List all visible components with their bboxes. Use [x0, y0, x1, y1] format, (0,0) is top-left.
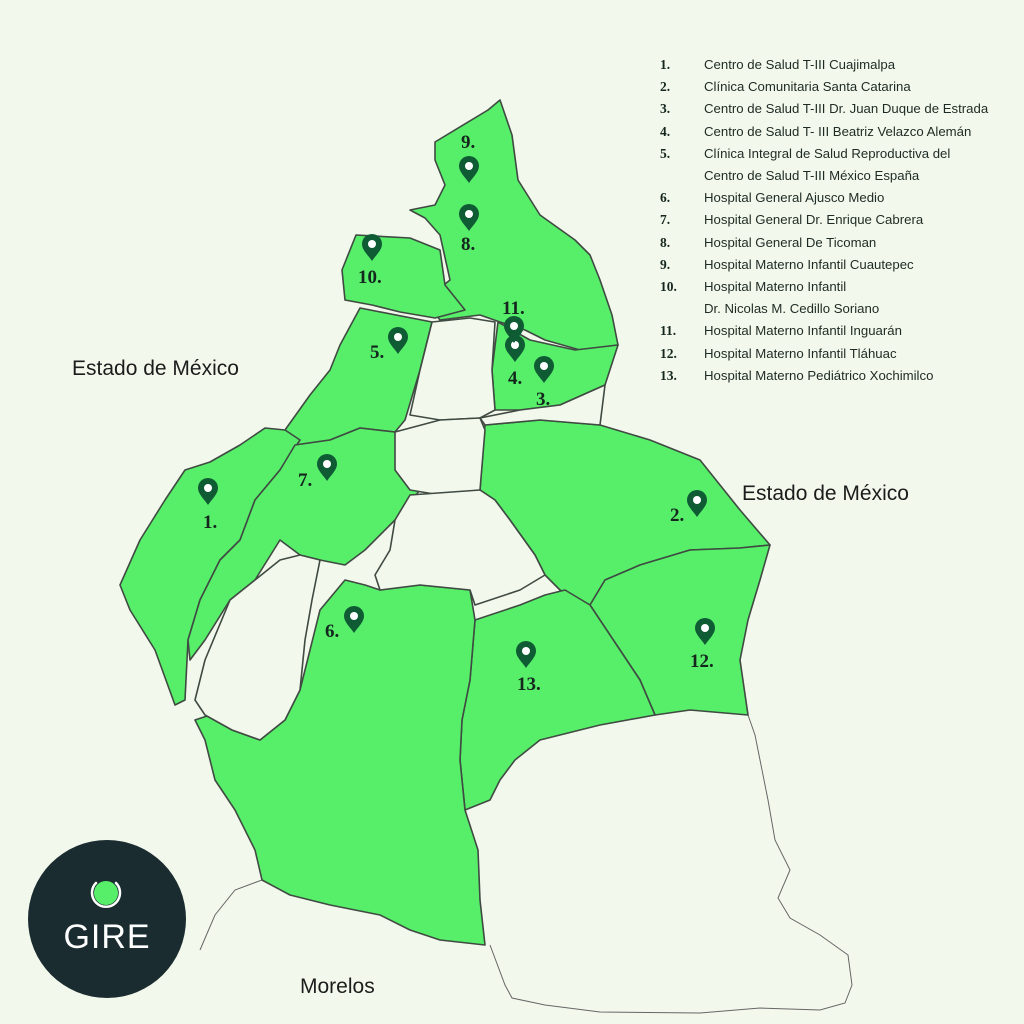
pin-dot	[465, 210, 473, 218]
map-pin-13[interactable]: 13.	[516, 641, 541, 695]
region-gap-coyoacan	[374, 489, 546, 606]
legend-text: Centro de Salud T-III Cuajimalpa	[704, 57, 896, 72]
region-gap-iztacalco	[479, 384, 606, 426]
pin-label: 1.	[203, 512, 217, 533]
legend-item: 11. Hospital Materno Infantil Inguarán	[660, 320, 1020, 342]
logo-ring-icon	[90, 881, 122, 909]
pin-label: 8.	[461, 234, 475, 255]
legend-number: 9.	[660, 256, 671, 272]
legend-number: 6.	[660, 190, 671, 206]
map-pin-10[interactable]: 10.	[358, 234, 382, 288]
legend-item: 7. Hospital General Dr. Enrique Cabrera	[660, 209, 1020, 231]
pin-label: 5.	[370, 342, 384, 363]
legend-text: Centro de Salud T- III Beatriz Velazco A…	[704, 123, 972, 139]
legend-text: Centro de Salud T-III México España	[704, 168, 920, 184]
legend-number: 1.	[660, 57, 671, 72]
pin-dot	[465, 162, 473, 170]
gire-logo: GIRE	[28, 840, 186, 998]
region-gap-benito-juarez	[394, 417, 486, 496]
pin-dot	[511, 341, 519, 349]
region-miguel-hidalgo	[284, 307, 433, 446]
pin-label: 4.	[508, 368, 522, 389]
legend-item: 13. Hospital Materno Pediátrico Xochimilc…	[660, 365, 1020, 387]
legend-number: 5.	[660, 145, 671, 161]
legend: 1. Centro de Salud T-III Cuajimalpa 2. Clín…	[660, 54, 1020, 387]
pin-dot	[510, 322, 518, 330]
label-estado-mexico-west: Estado de México	[72, 357, 239, 380]
legend-text: Hospital Materno Infantil Cuautepec	[704, 256, 914, 272]
legend-text: Clínica Comunitaria Santa Catarina	[704, 79, 911, 95]
pin-dot	[350, 612, 358, 620]
pin-dot	[204, 484, 212, 492]
pin-label: 11.	[502, 298, 525, 319]
pin-label: 12.	[690, 651, 714, 672]
pin-dot	[368, 240, 376, 248]
legend-text: Centro de Salud T-III Dr. Juan Duque de …	[704, 101, 989, 117]
legend-item: 9. Hospital Materno Infantil Cuautepec	[660, 254, 1020, 276]
map-pin-8[interactable]: 8.	[459, 204, 479, 255]
legend-item: 10. Hospital Materno Infantil	[660, 276, 1020, 298]
legend-number: 4.	[660, 123, 671, 139]
legend-text: Hospital General Ajusco Medio	[704, 190, 885, 206]
pin-dot	[701, 624, 709, 632]
legend-item: 1. Centro de Salud T-III Cuajimalpa	[660, 54, 1020, 76]
pin-label: 6.	[325, 621, 339, 642]
legend-item: 3. Centro de Salud T-III Dr. Juan Duque d…	[660, 98, 1020, 120]
pin-label: 2.	[670, 505, 684, 526]
legend-text: Hospital Materno Infantil Inguarán	[704, 323, 902, 339]
legend-item: 12. Hospital Materno Infantil Tláhuac	[660, 343, 1020, 365]
map-pin-5[interactable]: 5.	[370, 327, 408, 363]
legend-number: 10.	[660, 279, 677, 295]
pin-dot	[540, 362, 548, 370]
legend-item: Centro de Salud T-III México España	[660, 165, 1020, 187]
legend-text: Clínica Integral de Salud Reproductiva d…	[704, 145, 951, 161]
pin-label: 7.	[298, 470, 312, 491]
legend-text: Hospital General Dr. Enrique Cabrera	[704, 212, 924, 228]
map-pin-7[interactable]: 7.	[298, 454, 337, 491]
legend-item: 2. Clínica Comunitaria Santa Catarina	[660, 76, 1020, 98]
pin-dot	[323, 460, 331, 468]
pin-dot	[394, 333, 402, 341]
map-pin-1[interactable]: 1.	[198, 478, 218, 533]
region-gap-cuauhtemoc	[409, 317, 496, 421]
pin-dot	[693, 496, 701, 504]
legend-number: 12.	[660, 345, 677, 361]
pin-label: 10.	[358, 267, 382, 288]
legend-item: Dr. Nicolas M. Cedillo Soriano	[660, 298, 1020, 320]
legend-item: 4. Centro de Salud T- III Beatriz Velazco…	[660, 121, 1020, 143]
pin-label: 3.	[536, 389, 550, 410]
map-pin-3[interactable]: 3.	[534, 356, 554, 410]
legend-item: 8. Hospital General De Ticoman	[660, 232, 1020, 254]
map-pin-4[interactable]: 4.	[505, 335, 525, 389]
logo-text: GIRE	[63, 918, 151, 956]
legend-item: 6. Hospital General Ajusco Medio	[660, 187, 1020, 209]
pin-dot	[522, 647, 530, 655]
border-morelos-line	[199, 714, 853, 1014]
map-pin-11[interactable]: 11.	[502, 298, 525, 343]
legend-number: 11.	[660, 323, 677, 339]
label-morelos: Morelos	[300, 975, 375, 998]
legend-text: Dr. Nicolas M. Cedillo Soriano	[704, 301, 880, 317]
legend-number: 3.	[660, 101, 671, 117]
map-pin-12[interactable]: 12.	[690, 618, 715, 672]
legend-item: 5. Clínica Integral de Salud Reproductiva…	[660, 143, 1020, 165]
map-pin-2[interactable]: 2.	[670, 490, 707, 526]
legend-number: 8.	[660, 234, 671, 250]
map-pin-6[interactable]: 6.	[325, 606, 364, 642]
pin-label: 9.	[461, 132, 475, 153]
legend-text: Hospital General De Ticoman	[704, 234, 877, 250]
map-pin-9[interactable]: 9.	[459, 132, 479, 183]
legend-text: Hospital Materno Infantil Tláhuac	[704, 345, 897, 361]
legend-number: 2.	[660, 79, 671, 95]
region-gap-magdalena	[194, 554, 321, 741]
legend-text: Hospital Materno Pediátrico Xochimilco	[704, 367, 934, 383]
legend-number: 13.	[660, 367, 677, 383]
pin-label: 13.	[517, 674, 541, 695]
legend-number: 7.	[660, 212, 671, 228]
label-estado-mexico-east: Estado de México	[742, 482, 909, 505]
legend-text: Hospital Materno Infantil	[704, 279, 847, 295]
